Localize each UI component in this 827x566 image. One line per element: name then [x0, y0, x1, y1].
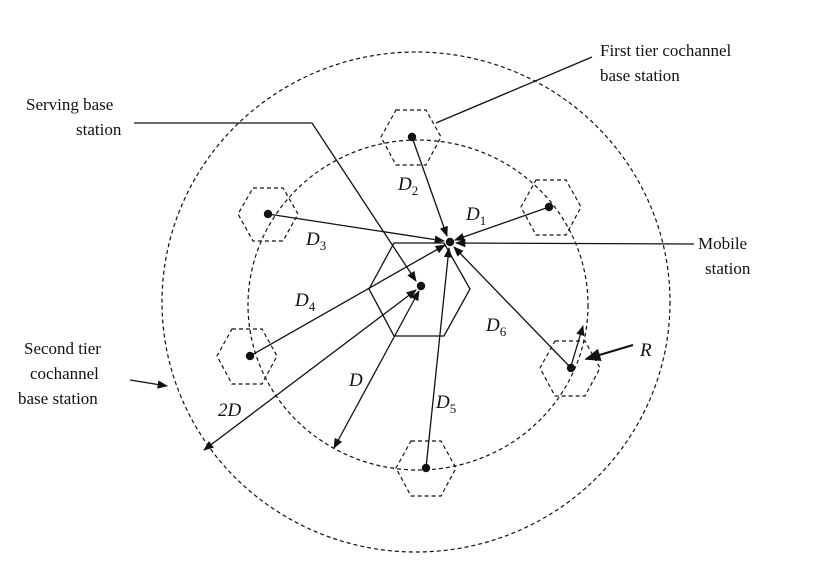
label-d3: D3	[305, 229, 326, 253]
arrow-reuse-distance	[333, 290, 420, 449]
arrow-d1	[454, 206, 550, 241]
arrow-d4	[249, 244, 446, 357]
arrow-second-tier-distance	[203, 289, 417, 451]
label-d2: D2	[397, 174, 418, 198]
arrow-d6	[453, 246, 572, 369]
label-second-tier-distance: 2D	[218, 400, 242, 421]
cochannel-cell-upper-left	[237, 187, 299, 242]
cochannel-cell-lower-right	[539, 340, 601, 397]
second-tier-callout-line	[129, 379, 169, 389]
label-reuse-distance: D	[348, 370, 363, 391]
mobile-label-line2: station	[705, 259, 751, 278]
cochannel-cell-upper-right	[520, 179, 582, 236]
cochannel-cell-top	[380, 109, 442, 166]
radius-pointer-arrow	[584, 344, 634, 362]
mobile-station	[445, 237, 455, 247]
second-tier-label-line1: Second tier	[24, 339, 101, 358]
second-tier-circle	[161, 51, 671, 553]
serving-base-station	[416, 281, 426, 291]
label-d6: D6	[485, 315, 507, 339]
mobile-label-line1: Mobile	[698, 234, 747, 253]
first-tier-label-line1: First tier cochannel	[600, 41, 732, 60]
label-d1: D1	[465, 204, 486, 228]
second-tier-label-line2: cochannel	[30, 364, 99, 383]
arrow-d3	[267, 213, 446, 244]
cochannel-cell-bottom	[395, 440, 457, 497]
label-d5: D5	[435, 392, 456, 416]
label-d4: D4	[294, 290, 316, 314]
serving-callout-line	[134, 122, 417, 282]
first-tier-label-line2: base station	[600, 66, 680, 85]
arrow-d2	[411, 136, 448, 237]
serving-label-line2: station	[76, 120, 122, 139]
serving-label-line1: Serving base	[26, 95, 113, 114]
mobile-callout-line	[454, 238, 695, 248]
label-cell-radius: R	[639, 340, 652, 361]
second-tier-label-line3: base station	[18, 389, 98, 408]
radius-indicator	[570, 325, 585, 367]
first-tier-callout-line	[435, 56, 593, 124]
arrow-d5	[425, 246, 453, 469]
